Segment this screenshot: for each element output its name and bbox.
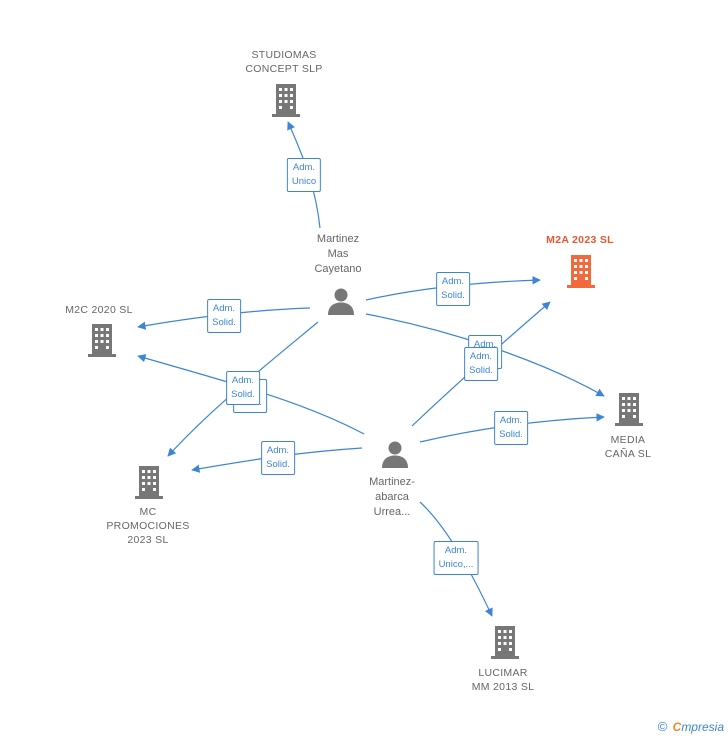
edge-label[interactable]: Adm. Solid. xyxy=(494,411,528,445)
brand-initial: C xyxy=(672,720,682,734)
copyright-icon: © xyxy=(657,719,668,734)
building-icon xyxy=(491,626,519,659)
node-label-m2c[interactable]: M2C 2020 SL xyxy=(65,304,133,316)
building-icon xyxy=(615,393,643,426)
person-icon xyxy=(382,441,408,468)
brand-logo[interactable]: © Cmpresia xyxy=(658,719,724,734)
edge-label[interactable]: Adm. Unico xyxy=(286,158,322,192)
node-label-studiomas[interactable]: STUDIOMAS CONCEPT SLP xyxy=(245,49,323,75)
edge-label[interactable]: Adm. Solid. xyxy=(464,347,498,381)
edge-label[interactable]: Adm. Unico,... xyxy=(433,541,479,575)
edge-label[interactable]: Adm. Solid. xyxy=(436,272,470,306)
node-label-martinez-abarca[interactable]: Martinez- abarca Urrea... xyxy=(369,476,415,518)
edge-label[interactable]: Adm. Solid. xyxy=(226,371,260,405)
brand-name: mpresia xyxy=(681,720,724,734)
person-icon xyxy=(328,288,354,315)
building-icon xyxy=(135,466,163,499)
building-icon xyxy=(272,84,300,117)
edge-label[interactable]: Adm. Solid. xyxy=(207,299,241,333)
node-label-mcpromo[interactable]: MC PROMOCIONES 2023 SL xyxy=(106,506,190,546)
building-highlight-icon xyxy=(567,255,595,288)
node-label-media[interactable]: MEDIA CAÑA SL xyxy=(604,434,652,460)
edge-label[interactable]: Adm. Solid. xyxy=(261,441,295,475)
node-label-lucimar[interactable]: LUCIMAR MM 2013 SL xyxy=(471,667,535,693)
node-label-m2a[interactable]: M2A 2023 SL xyxy=(546,234,614,246)
node-label-martinez-mas[interactable]: Martinez Mas Cayetano xyxy=(314,233,362,275)
building-icon xyxy=(88,324,116,357)
